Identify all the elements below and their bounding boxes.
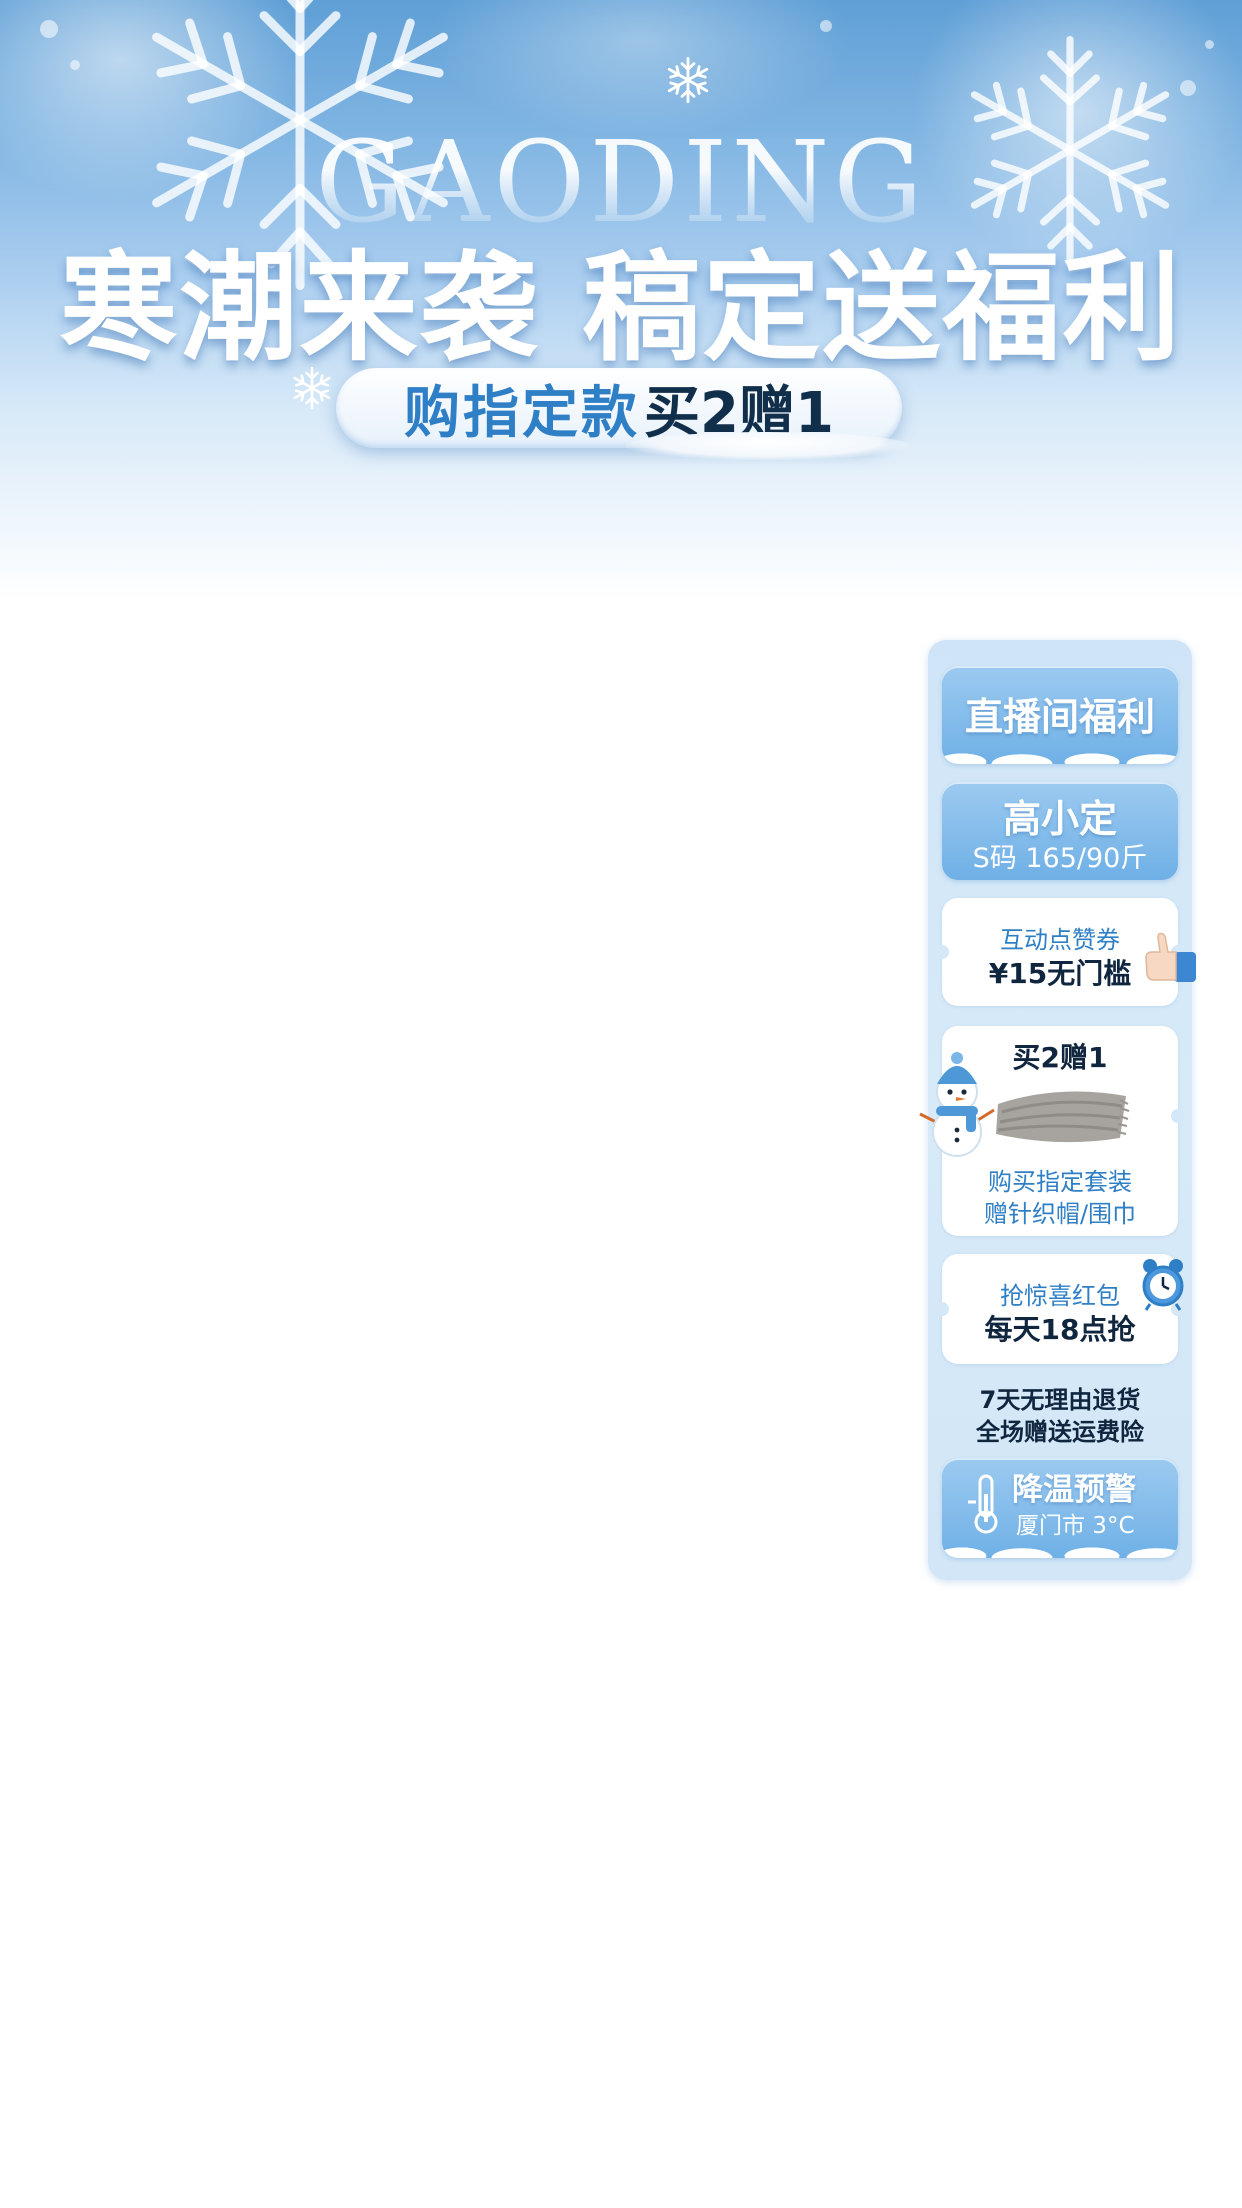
promo-text-blue: 购指定款 [404,380,641,446]
coupon-notch [935,1302,949,1316]
live-benefit-card[interactable]: 直播间福利 [942,666,1178,764]
model-name: 高小定 [1002,797,1117,841]
red-packet-card[interactable]: 抢惊喜红包 每天18点抢 [935,1254,1185,1364]
hero-banner: GAODING 寒潮来袭 稿定送福利 购指定款 买2赠1 [0,0,1242,600]
bokeh-dot [820,20,832,32]
snowflake-icon [664,56,712,104]
service-line-1: 7天无理由退货 [979,1386,1141,1414]
coupon-notch [1171,1109,1185,1123]
red-packet-value: 每天18点抢 [984,1313,1136,1346]
snowman-icon [919,1052,995,1157]
headline-title: 寒潮来袭 稿定送福利 [59,239,1183,377]
thumbs-up-icon [1145,932,1196,982]
bokeh-dot [1180,80,1196,96]
model-card: 高小定 S码 165/90斤 [942,782,1178,880]
live-benefit-title: 直播间福利 [964,695,1155,739]
brand-watermark: GAODING [315,118,927,248]
gift-card[interactable]: 买2赠1 购买指定套装 赠针织帽/围巾 [919,1026,1185,1236]
bokeh-dot [40,20,58,38]
bokeh-dot [70,60,80,70]
like-coupon-value: ¥15无门槛 [988,957,1132,990]
benefits-panel: 直播间福利 高小定 S码 165/90斤 互动点赞券 ¥15无门槛 买2赠1 [919,640,1196,1580]
bokeh-dot [1205,40,1214,49]
red-packet-label: 抢惊喜红包 [1000,1282,1120,1310]
weather-card[interactable]: 降温预警 厦门市 3°C [942,1458,1178,1558]
scarf-icon [996,1091,1130,1143]
like-coupon-label: 互动点赞券 [1000,926,1120,954]
snow-drift [942,1538,1178,1558]
alarm-clock-icon [1142,1259,1184,1311]
snowflake-icon [950,36,1190,270]
weather-title: 降温预警 [1012,1472,1136,1508]
model-size: S码 165/90斤 [972,843,1148,874]
gift-line-1: 购买指定套装 [988,1168,1132,1196]
coupon-notch [935,945,949,959]
gift-title: 买2赠1 [1012,1041,1108,1074]
service-line-2: 全场赠送运费险 [976,1418,1144,1446]
snow-drift [942,744,1178,764]
like-coupon-card[interactable]: 互动点赞券 ¥15无门槛 [935,898,1196,1006]
snow-drift [625,432,910,460]
weather-detail: 厦门市 3°C [1016,1513,1135,1539]
gift-line-2: 赠针织帽/围巾 [983,1200,1137,1228]
snowflake-icon [290,366,334,410]
snowflake-icon [120,0,480,300]
thermometer-icon [968,1474,998,1534]
